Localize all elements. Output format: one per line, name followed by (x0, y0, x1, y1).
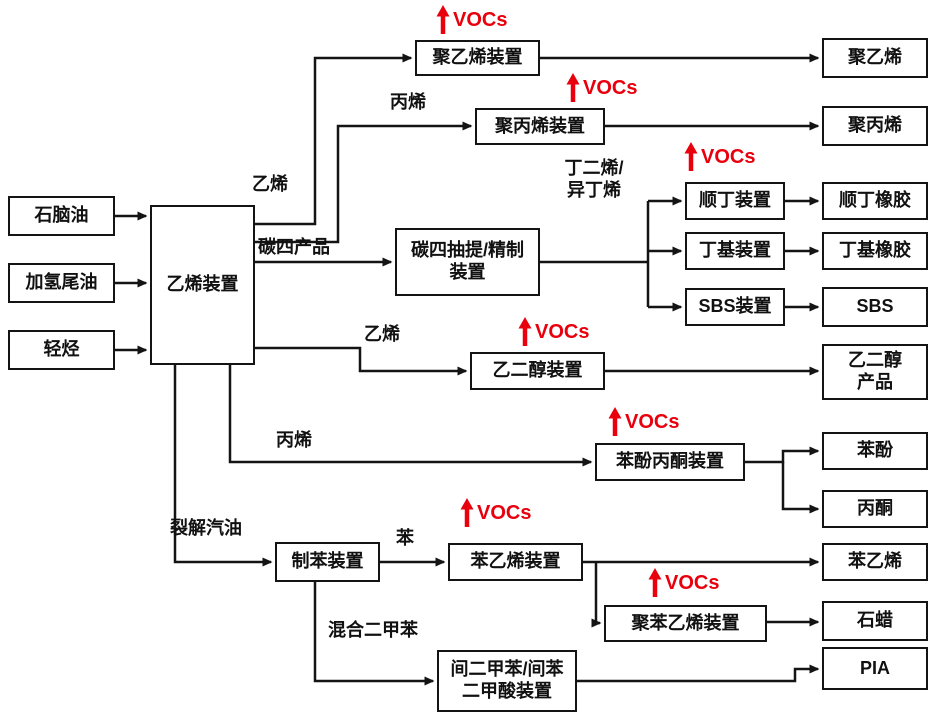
unit-styrene: 苯乙烯装置 (448, 543, 583, 581)
vocs-arrow-icon (460, 498, 474, 527)
feed-naphtha: 石脑油 (8, 196, 115, 236)
stream-label-propylene-mid: 丙烯 (276, 430, 312, 450)
vocs-arrow-icon (608, 407, 622, 436)
unit-benzene: 制苯装置 (275, 542, 380, 582)
vocs-label: VOCs (583, 76, 638, 99)
product-sbs: SBS (822, 287, 928, 327)
unit-cis-butadiene: 顺丁装置 (685, 182, 785, 220)
unit-polystyrene: 聚苯乙烯装置 (604, 605, 767, 642)
vocs-label: VOCs (665, 571, 720, 594)
unit-polypropylene: 聚丙烯装置 (475, 108, 605, 145)
unit-mx-ipa: 间二甲苯/间苯 二甲酸装置 (437, 650, 577, 712)
unit-sbs: SBS装置 (685, 288, 785, 326)
product-acetone: 丙酮 (822, 490, 928, 528)
unit-polyethylene: 聚乙烯装置 (415, 40, 540, 76)
product-cis-rubber: 顺丁橡胶 (822, 182, 928, 220)
vocs-emission-glycol: VOCs (518, 317, 589, 347)
stream-label-propylene-top: 丙烯 (390, 92, 426, 112)
stream-label-ethylene-mid: 乙烯 (364, 324, 400, 344)
vocs-label: VOCs (535, 320, 590, 343)
stream-label-c4-products: 碳四产品 (258, 237, 330, 257)
vocs-emission-styrene: VOCs (460, 498, 531, 528)
product-glycol: 乙二醇 产品 (822, 344, 928, 400)
feed-light-hydrocarbon: 轻烃 (8, 330, 115, 370)
unit-c4-extraction: 碳四抽提/精制 装置 (395, 228, 540, 296)
vocs-arrow-icon (648, 568, 662, 597)
vocs-arrow-icon (684, 142, 698, 171)
stream-label-ethylene-top: 乙烯 (252, 174, 288, 194)
vocs-arrow-icon (518, 317, 532, 346)
product-wax: 石蜡 (822, 601, 928, 641)
unit-ethylene: 乙烯装置 (150, 205, 255, 365)
product-styrene: 苯乙烯 (822, 543, 928, 581)
stream-label-mixed-xylene: 混合二甲苯 (328, 620, 418, 640)
vocs-emission-polyethylene: VOCs (436, 5, 507, 35)
product-polypropylene: 聚丙烯 (822, 106, 928, 146)
stream-label-benzene: 苯 (396, 528, 414, 548)
vocs-emission-polystyrene: VOCs (648, 568, 719, 598)
product-phenol: 苯酚 (822, 432, 928, 470)
vocs-emission-phenol-acetone: VOCs (608, 407, 679, 437)
unit-butyl: 丁基装置 (685, 232, 785, 270)
vocs-arrow-icon (436, 5, 450, 34)
unit-glycol: 乙二醇装置 (470, 352, 605, 390)
vocs-label: VOCs (477, 501, 532, 524)
product-butyl-rubber: 丁基橡胶 (822, 232, 928, 270)
stream-label-pygas: 裂解汽油 (170, 518, 242, 538)
vocs-label: VOCs (453, 8, 508, 31)
feed-hydrotail-oil: 加氢尾油 (8, 263, 115, 303)
product-polyethylene: 聚乙烯 (822, 38, 928, 78)
vocs-emission-polypropylene: VOCs (566, 73, 637, 103)
vocs-arrow-icon (566, 73, 580, 102)
vocs-label: VOCs (701, 145, 756, 168)
vocs-label: VOCs (625, 410, 680, 433)
unit-phenol-acetone: 苯酚丙酮装置 (595, 443, 745, 481)
product-pia: PIA (822, 647, 928, 690)
vocs-emission-cis-butadiene: VOCs (684, 142, 755, 172)
stream-label-butadiene-isobutene: 丁二烯/ 异丁烯 (564, 158, 624, 200)
